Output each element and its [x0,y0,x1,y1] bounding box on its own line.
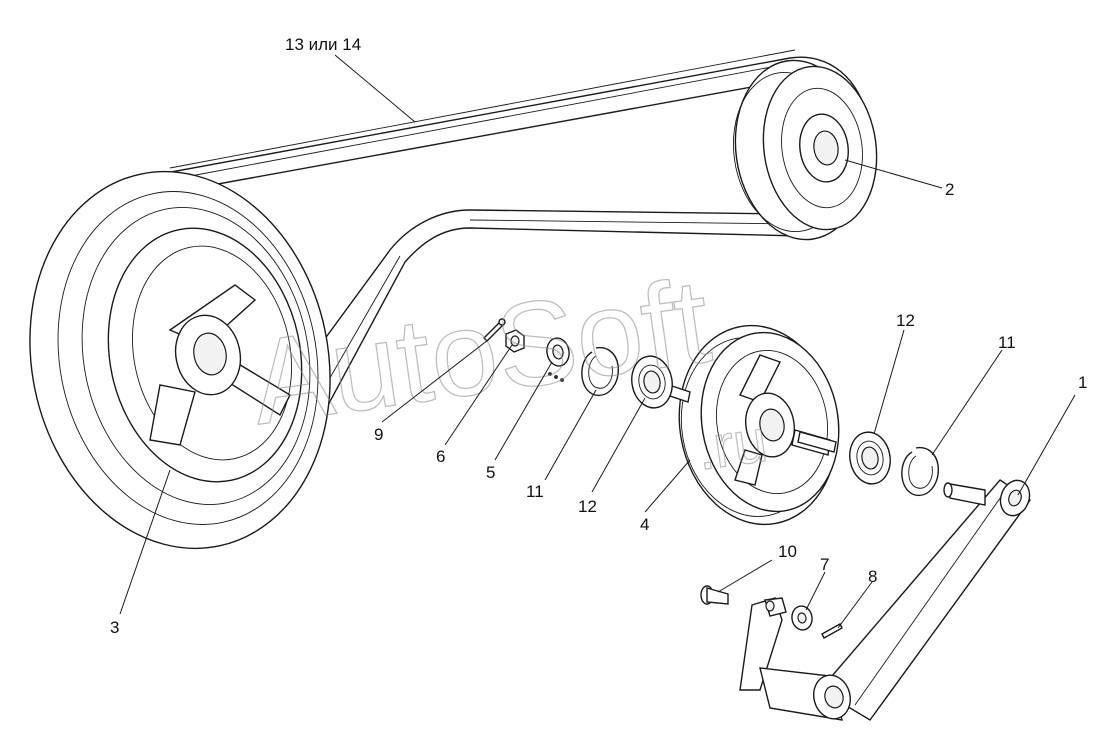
tensioner-arm [818,479,1031,721]
retaining-ring-right [901,446,939,496]
label-11-right: 11 [998,333,1016,352]
part-labels: 13 или 14 2 3 1 4 5 6 9 11 12 12 11 10 7… [110,35,1087,637]
retaining-ring-left [581,346,619,396]
label-10: 10 [778,542,797,561]
flat-washer [791,605,813,631]
watermark-suffix: .ru [692,407,771,483]
label-12-left: 12 [578,497,597,516]
large-pulley [29,170,331,550]
label-2: 2 [945,180,954,199]
pivot-pin [700,585,729,605]
bearing-left [631,355,673,409]
small-pulley [732,59,878,241]
label-4: 4 [640,515,649,534]
leader-lines [119,54,1076,629]
label-8: 8 [868,567,877,586]
label-6: 6 [436,447,445,466]
label-12-right: 12 [896,311,915,330]
roller-axle [669,385,837,453]
tension-roller [678,324,840,526]
label-3: 3 [110,618,119,637]
label-7: 7 [820,555,829,574]
label-11-left: 11 [526,482,544,501]
cotter-pin [483,318,506,342]
cotter-pin-small [821,623,843,639]
label-9: 9 [374,425,383,444]
label-1: 1 [1078,373,1087,392]
pivot-bracket [739,597,851,721]
washer [546,337,570,382]
label-5: 5 [486,463,495,482]
watermark-text: AutoSoft [243,253,717,450]
label-13-or-14: 13 или 14 [285,35,361,54]
bearing-right [849,431,891,485]
